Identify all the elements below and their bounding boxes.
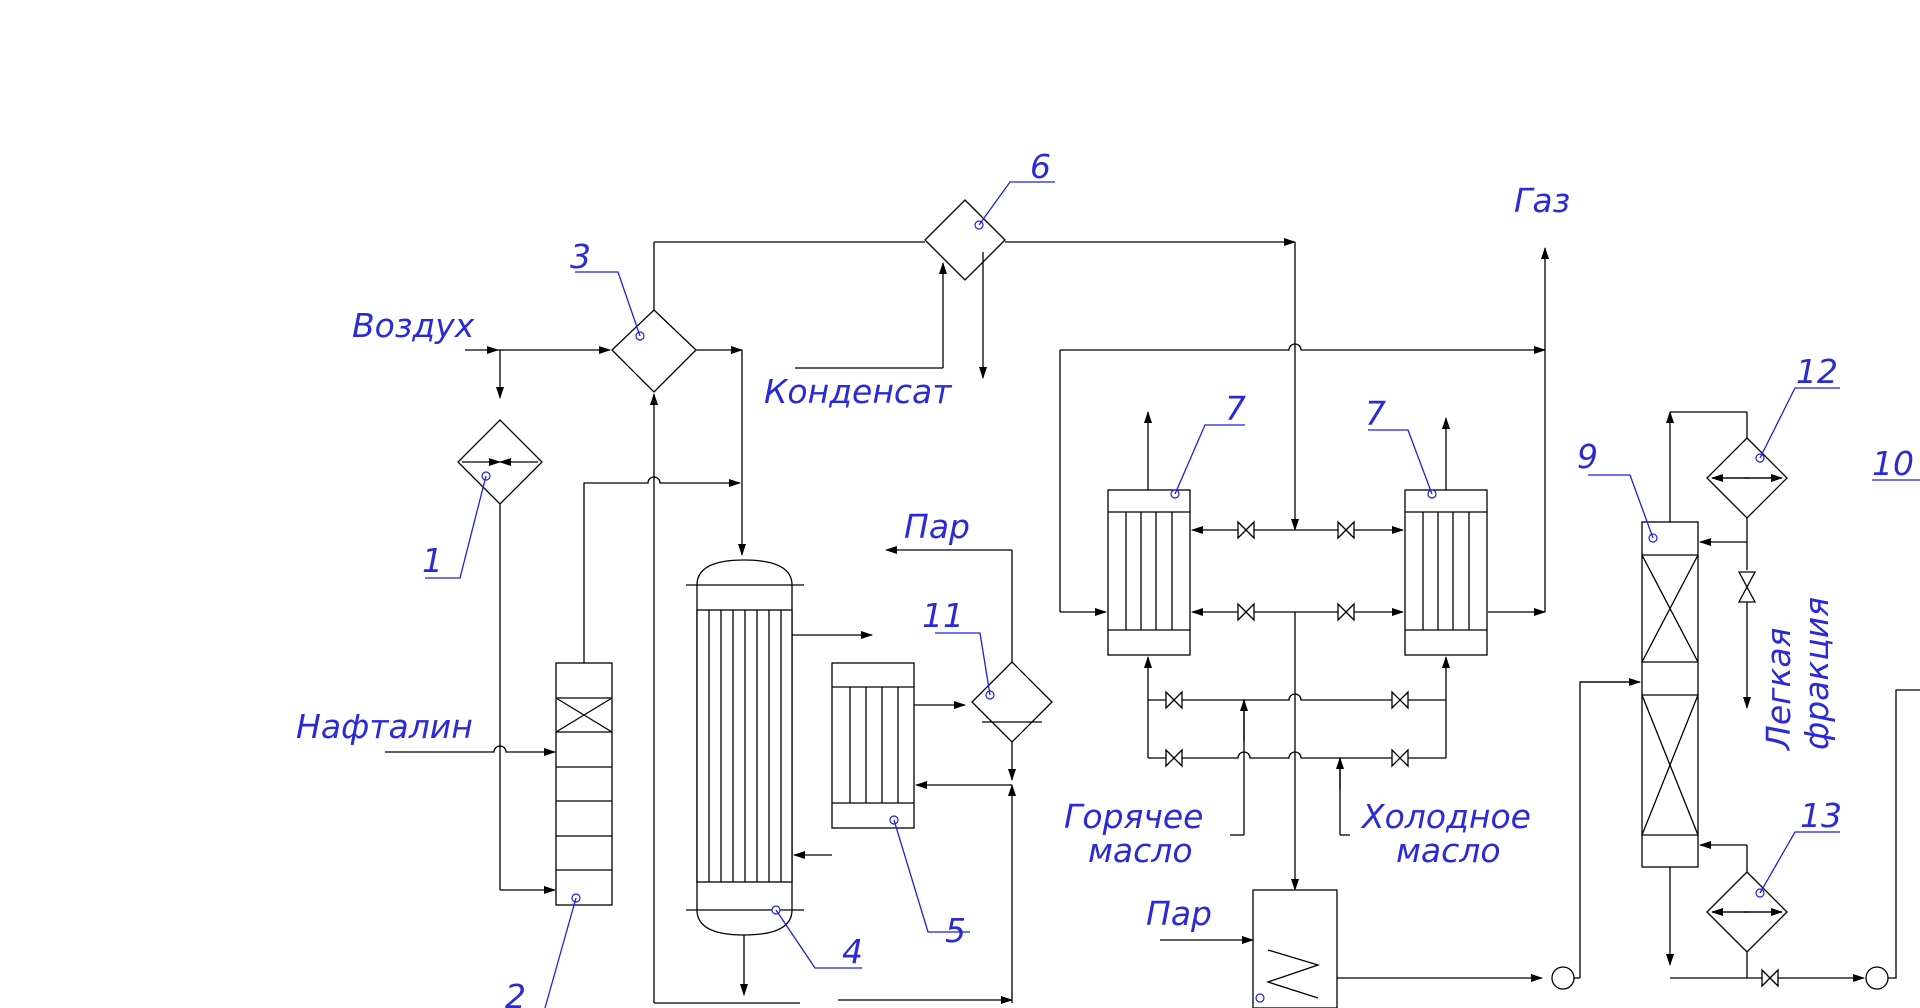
label-naphthalene: Нафталин <box>296 707 473 746</box>
label-air: Воздух <box>352 306 475 345</box>
evaporator-2 <box>544 662 613 1008</box>
heat-exchanger-6 <box>795 181 1055 379</box>
number-3: 3 <box>570 237 591 276</box>
condenser-7-left <box>1107 411 1245 700</box>
cooler-5 <box>831 662 1012 933</box>
label-steam-bottom: Пар <box>1146 894 1212 933</box>
label-gas: Газ <box>1514 181 1570 220</box>
column-9 <box>1588 411 1699 966</box>
number-7-left: 7 <box>1225 389 1246 428</box>
number-12: 12 <box>1796 352 1838 391</box>
air-line <box>465 346 611 894</box>
melter <box>1160 889 1543 1008</box>
number-9: 9 <box>1577 437 1598 476</box>
label-cold-oil-2: масло <box>1396 831 1501 870</box>
heat-exchanger-1 <box>425 419 543 579</box>
reboiler-13 <box>1699 831 1840 978</box>
number-1: 1 <box>422 541 443 580</box>
label-steam-top: Пар <box>904 507 970 546</box>
number-2: 2 <box>505 977 526 1008</box>
number-11: 11 <box>922 596 964 635</box>
condenser-7-right <box>1368 417 1488 700</box>
label-hot-oil-2: масло <box>1088 831 1193 870</box>
number-5: 5 <box>945 911 966 950</box>
number-10: 10 <box>1872 444 1914 483</box>
label-light-fraction-2: фракция <box>1797 597 1836 750</box>
reactor-4 <box>686 559 862 996</box>
number-13: 13 <box>1800 796 1842 835</box>
number-7-right: 7 <box>1365 394 1386 433</box>
condenser-12 <box>1670 387 1840 709</box>
label-cold-oil-1: Холодное <box>1360 797 1531 836</box>
label-light-fraction-1: Легкая <box>1759 628 1798 751</box>
condenser-piping <box>1147 520 1447 891</box>
pump-1 <box>1551 678 1641 990</box>
label-hot-oil-1: Горячее <box>1064 797 1203 836</box>
naphthalene-line <box>385 745 556 756</box>
number-6: 6 <box>1030 147 1051 186</box>
bottom-product-line <box>1670 689 1920 990</box>
number-4: 4 <box>842 932 863 971</box>
heat-exchanger-11 <box>885 546 1053 1003</box>
label-condensate: Конденсат <box>764 372 953 411</box>
heat-exchanger-3 <box>575 242 746 1003</box>
